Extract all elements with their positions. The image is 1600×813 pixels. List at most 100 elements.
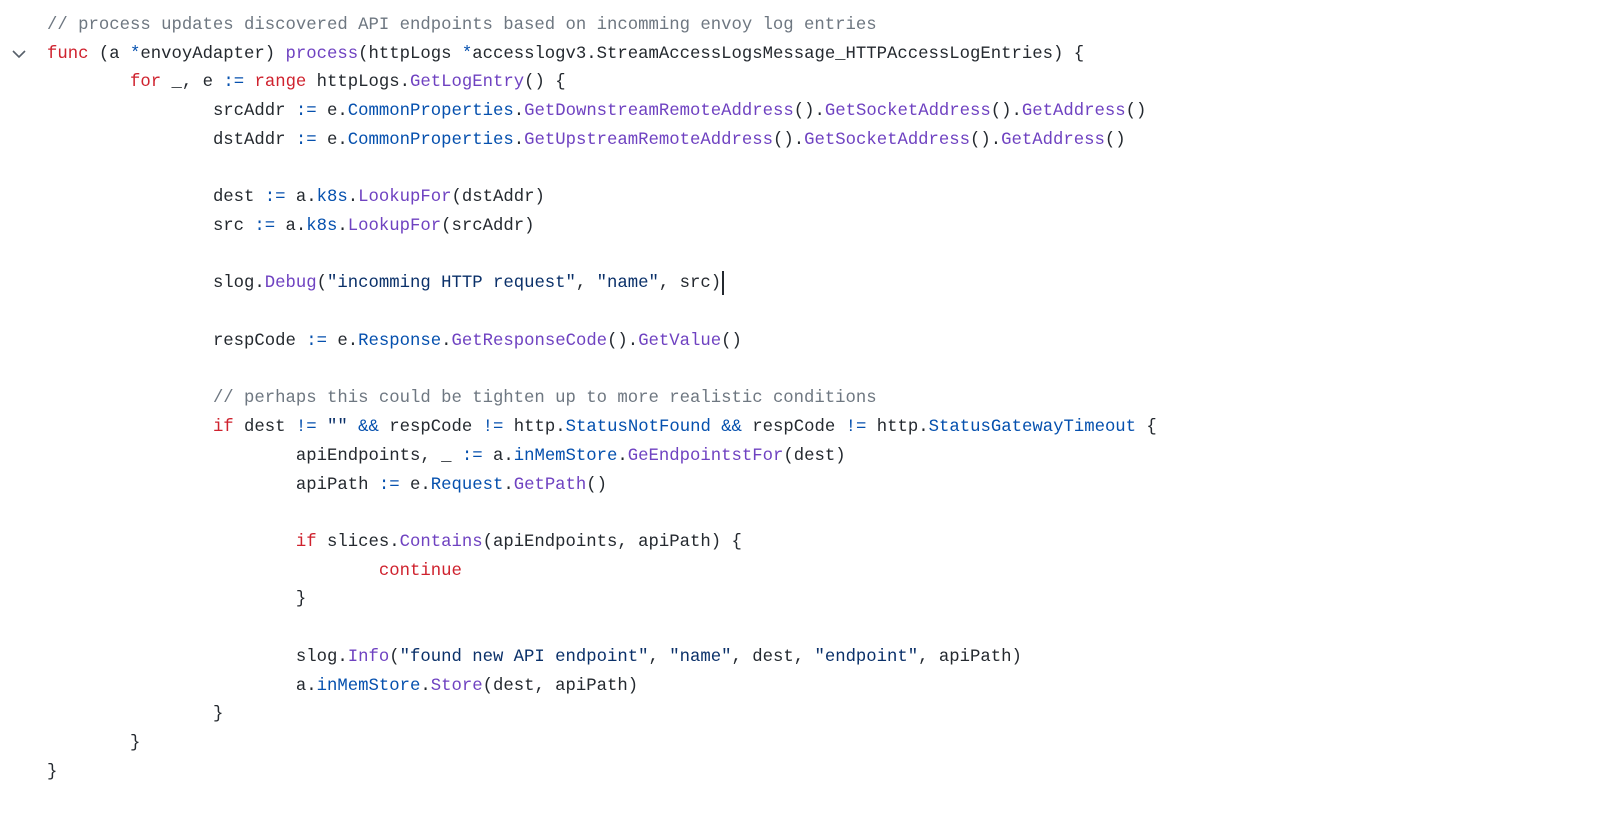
function-name: GetSocketAddress <box>804 130 971 150</box>
operator: := <box>295 102 317 122</box>
operator: != <box>845 418 867 438</box>
code-line[interactable]: srcAddr := e.CommonProperties.GetDownstr… <box>47 98 1157 127</box>
property: k8s <box>316 188 348 208</box>
code-line[interactable]: // perhaps this could be tighten up to m… <box>47 385 1157 414</box>
code-text <box>348 418 358 437</box>
code-text: slices. <box>316 532 400 552</box>
code-text: http. <box>503 418 566 438</box>
keyword: range <box>254 73 307 93</box>
operator: := <box>461 446 483 466</box>
keyword: if <box>212 418 234 438</box>
function-name: Contains <box>399 532 483 552</box>
code-text: } <box>212 705 224 725</box>
function-name: Debug <box>264 274 317 294</box>
code-line[interactable]: for _, e := range httpLogs.GetLogEntry()… <box>47 69 1157 98</box>
code-text: . <box>503 475 514 495</box>
code-line[interactable]: continue <box>47 558 1157 587</box>
code-line[interactable]: } <box>47 759 1157 788</box>
code-line[interactable]: slog.Info("found new API endpoint", "nam… <box>47 644 1157 673</box>
function-name: GetResponseCode <box>451 331 608 351</box>
code-line[interactable]: a.inMemStore.Store(dest, apiPath) <box>47 673 1157 702</box>
code-text: (a <box>88 44 130 64</box>
function-name: LookupFor <box>358 188 452 208</box>
code-line[interactable]: } <box>47 730 1157 759</box>
code-text: slog. <box>212 274 265 294</box>
code-text: () <box>1104 130 1126 150</box>
function-name: GetDownstreamRemoteAddress <box>524 102 794 122</box>
property: CommonProperties <box>347 130 514 150</box>
code-line[interactable]: apiPath := e.Request.GetPath() <box>47 472 1157 501</box>
code-text: , <box>575 274 597 294</box>
code-text: . <box>420 676 431 696</box>
code-text: e. <box>327 331 359 351</box>
operator: * <box>461 44 473 64</box>
code-line[interactable] <box>47 156 1157 185</box>
code-text: _, e <box>161 73 224 93</box>
code-text: apiEndpoints, _ <box>295 446 462 466</box>
code-text: e. <box>316 102 348 122</box>
code-text: (httpLogs <box>358 44 462 64</box>
code-text: respCode <box>212 331 307 351</box>
text-cursor <box>722 270 725 295</box>
code-text: , <box>648 647 670 667</box>
operator: && <box>721 418 742 438</box>
keyword: if <box>295 532 317 552</box>
string-literal: "name" <box>596 274 659 294</box>
code-text: respCode <box>741 418 846 438</box>
operator: := <box>306 331 328 351</box>
function-name: GetAddress <box>1021 102 1126 122</box>
code-line[interactable]: func (a *envoyAdapter) process(httpLogs … <box>47 41 1157 70</box>
property: Request <box>430 475 504 495</box>
code-text: a. <box>275 217 307 237</box>
operator: := <box>378 475 400 495</box>
code-line[interactable]: src := a.k8s.LookupFor(srcAddr) <box>47 213 1157 242</box>
code-line[interactable]: dest := a.k8s.LookupFor(dstAddr) <box>47 184 1157 213</box>
code-text: (). <box>607 331 639 351</box>
code-editor[interactable]: // process updates discovered API endpoi… <box>47 12 1157 787</box>
code-text: () { <box>524 73 566 93</box>
code-line[interactable]: respCode := e.Response.GetResponseCode()… <box>47 328 1157 357</box>
code-line[interactable]: // process updates discovered API endpoi… <box>47 12 1157 41</box>
code-text <box>711 418 721 437</box>
code-text: ( <box>316 274 328 294</box>
property: k8s <box>306 217 338 237</box>
string-literal: "incomming HTTP request" <box>327 274 576 294</box>
code-line[interactable]: slog.Debug("incomming HTTP request", "na… <box>47 270 1157 299</box>
keyword: func <box>47 44 89 64</box>
code-line[interactable]: dstAddr := e.CommonProperties.GetUpstrea… <box>47 127 1157 156</box>
function-name: GetUpstreamRemoteAddress <box>524 130 773 150</box>
code-text: . <box>513 102 525 122</box>
code-text: . <box>513 130 525 150</box>
code-line[interactable] <box>47 299 1157 328</box>
code-text: ( <box>389 647 400 667</box>
code-text: . <box>617 446 628 466</box>
code-line[interactable] <box>47 357 1157 386</box>
code-text: , src) <box>658 274 722 294</box>
operator: := <box>223 73 245 93</box>
code-text: (). <box>772 130 805 150</box>
code-text: apiPath <box>295 475 379 495</box>
string-literal: "name" <box>669 647 732 667</box>
code-text: a. <box>295 676 317 696</box>
code-text: . <box>441 331 452 351</box>
code-text: envoyAdapter) <box>140 44 286 64</box>
code-line[interactable] <box>47 615 1157 644</box>
code-line[interactable]: apiEndpoints, _ := a.inMemStore.GeEndpoi… <box>47 443 1157 472</box>
property: inMemStore <box>513 446 618 466</box>
code-text: dstAddr <box>212 130 296 150</box>
code-line[interactable]: if dest != "" && respCode != http.Status… <box>47 414 1157 443</box>
code-line[interactable] <box>47 500 1157 529</box>
code-text: } <box>47 762 58 782</box>
code-text: (). <box>990 102 1022 122</box>
comment: // perhaps this could be tighten up to m… <box>212 389 877 409</box>
chevron-down-icon[interactable] <box>10 45 28 63</box>
code-line[interactable]: } <box>47 586 1157 615</box>
function-name: GeEndpointstFor <box>627 446 784 466</box>
code-line[interactable] <box>47 242 1157 271</box>
operator: != <box>295 418 317 438</box>
operator: != <box>482 418 504 438</box>
code-text: } <box>129 733 141 753</box>
code-line[interactable]: } <box>47 701 1157 730</box>
code-line[interactable]: if slices.Contains(apiEndpoints, apiPath… <box>47 529 1157 558</box>
property: inMemStore <box>316 676 421 696</box>
